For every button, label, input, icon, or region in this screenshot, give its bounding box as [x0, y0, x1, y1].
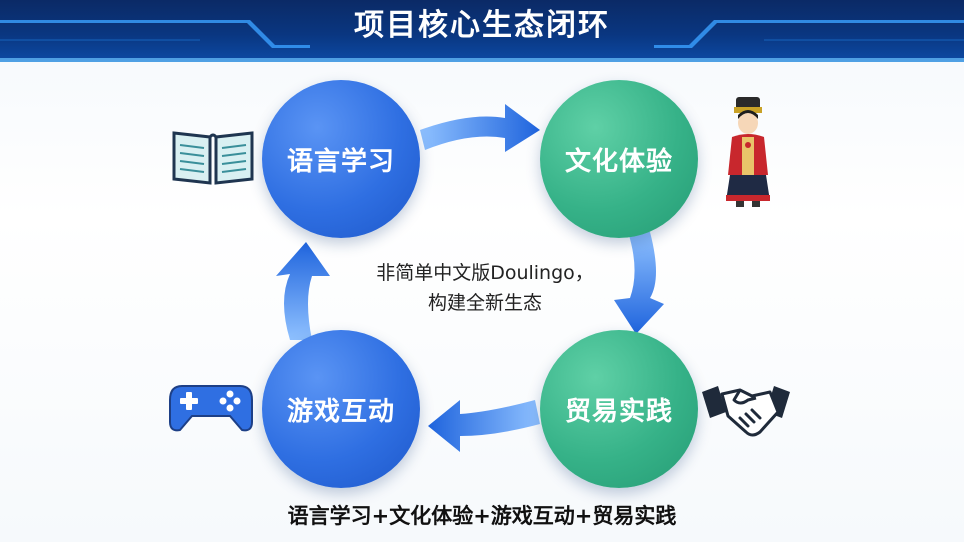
node-culture-label: 文化体验 [564, 146, 673, 177]
center-line-2: 构建全新生态 [427, 292, 542, 314]
arrow-game-to-language [276, 242, 330, 340]
header-banner: 项目核心生态闭环 [0, 0, 964, 62]
gamepad-icon [169, 385, 253, 432]
node-trade-label: 贸易实践 [564, 396, 673, 427]
node-language-label: 语言学习 [286, 146, 395, 177]
center-description: 非简单中文版Doulingo， 构建全新生态 [335, 258, 635, 318]
footer-formula: 语言学习+文化体验+游戏互动+贸易实践 [287, 504, 677, 528]
handshake-icon [702, 386, 790, 437]
book-icon [172, 131, 254, 185]
node-language-learning: 语言学习 [262, 80, 420, 238]
node-game-label: 游戏互动 [286, 396, 395, 427]
ethnic-figure-icon [726, 97, 770, 207]
arrow-trade-to-game [428, 400, 540, 452]
node-culture-experience: 文化体验 [540, 80, 698, 238]
header-decoration [0, 20, 964, 62]
arrow-culture-to-trade [614, 232, 664, 334]
center-line-1: 非简单中文版Doulingo， [376, 262, 594, 284]
arrow-language-to-culture [420, 104, 540, 152]
page-title: 项目核心生态闭环 [354, 8, 610, 43]
node-game-interaction: 游戏互动 [262, 330, 420, 488]
node-trade-practice: 贸易实践 [540, 330, 698, 488]
